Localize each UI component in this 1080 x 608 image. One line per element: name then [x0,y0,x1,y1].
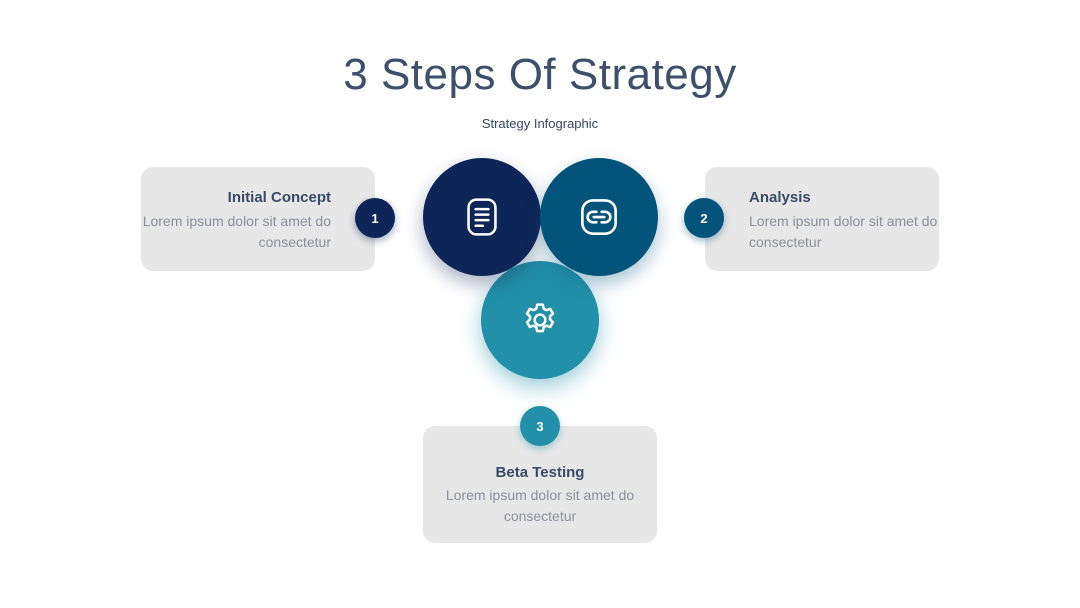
step-2-number-badge: 2 [684,198,724,238]
step-2-heading: Analysis [749,189,811,206]
step-2-description: Lorem ipsum dolor sit amet do consectetu… [749,213,938,250]
step-1-number-badge: 1 [355,198,395,238]
link-icon [581,199,617,235]
step-1-heading: Initial Concept [227,189,331,206]
page-title: 3 Steps Of Strategy [343,50,737,99]
page-subtitle: Strategy Infographic [481,116,599,131]
step-card-2: Analysis Lorem ipsum dolor sit amet do c… [705,167,939,271]
step-2-circle [540,158,658,276]
document-icon [467,198,497,236]
step-3-description: Lorem ipsum dolor sit amet do consectetu… [445,487,635,524]
step-3-number-badge: 3 [520,406,560,446]
step-3-heading: Beta Testing [495,464,585,481]
step-card-1: Initial Concept Lorem ipsum dolor sit am… [141,167,375,271]
step-1-description: Lorem ipsum dolor sit amet do consectetu… [142,213,331,250]
step-3-circle [481,261,599,379]
step-1-circle [423,158,541,276]
gear-icon [525,303,555,333]
